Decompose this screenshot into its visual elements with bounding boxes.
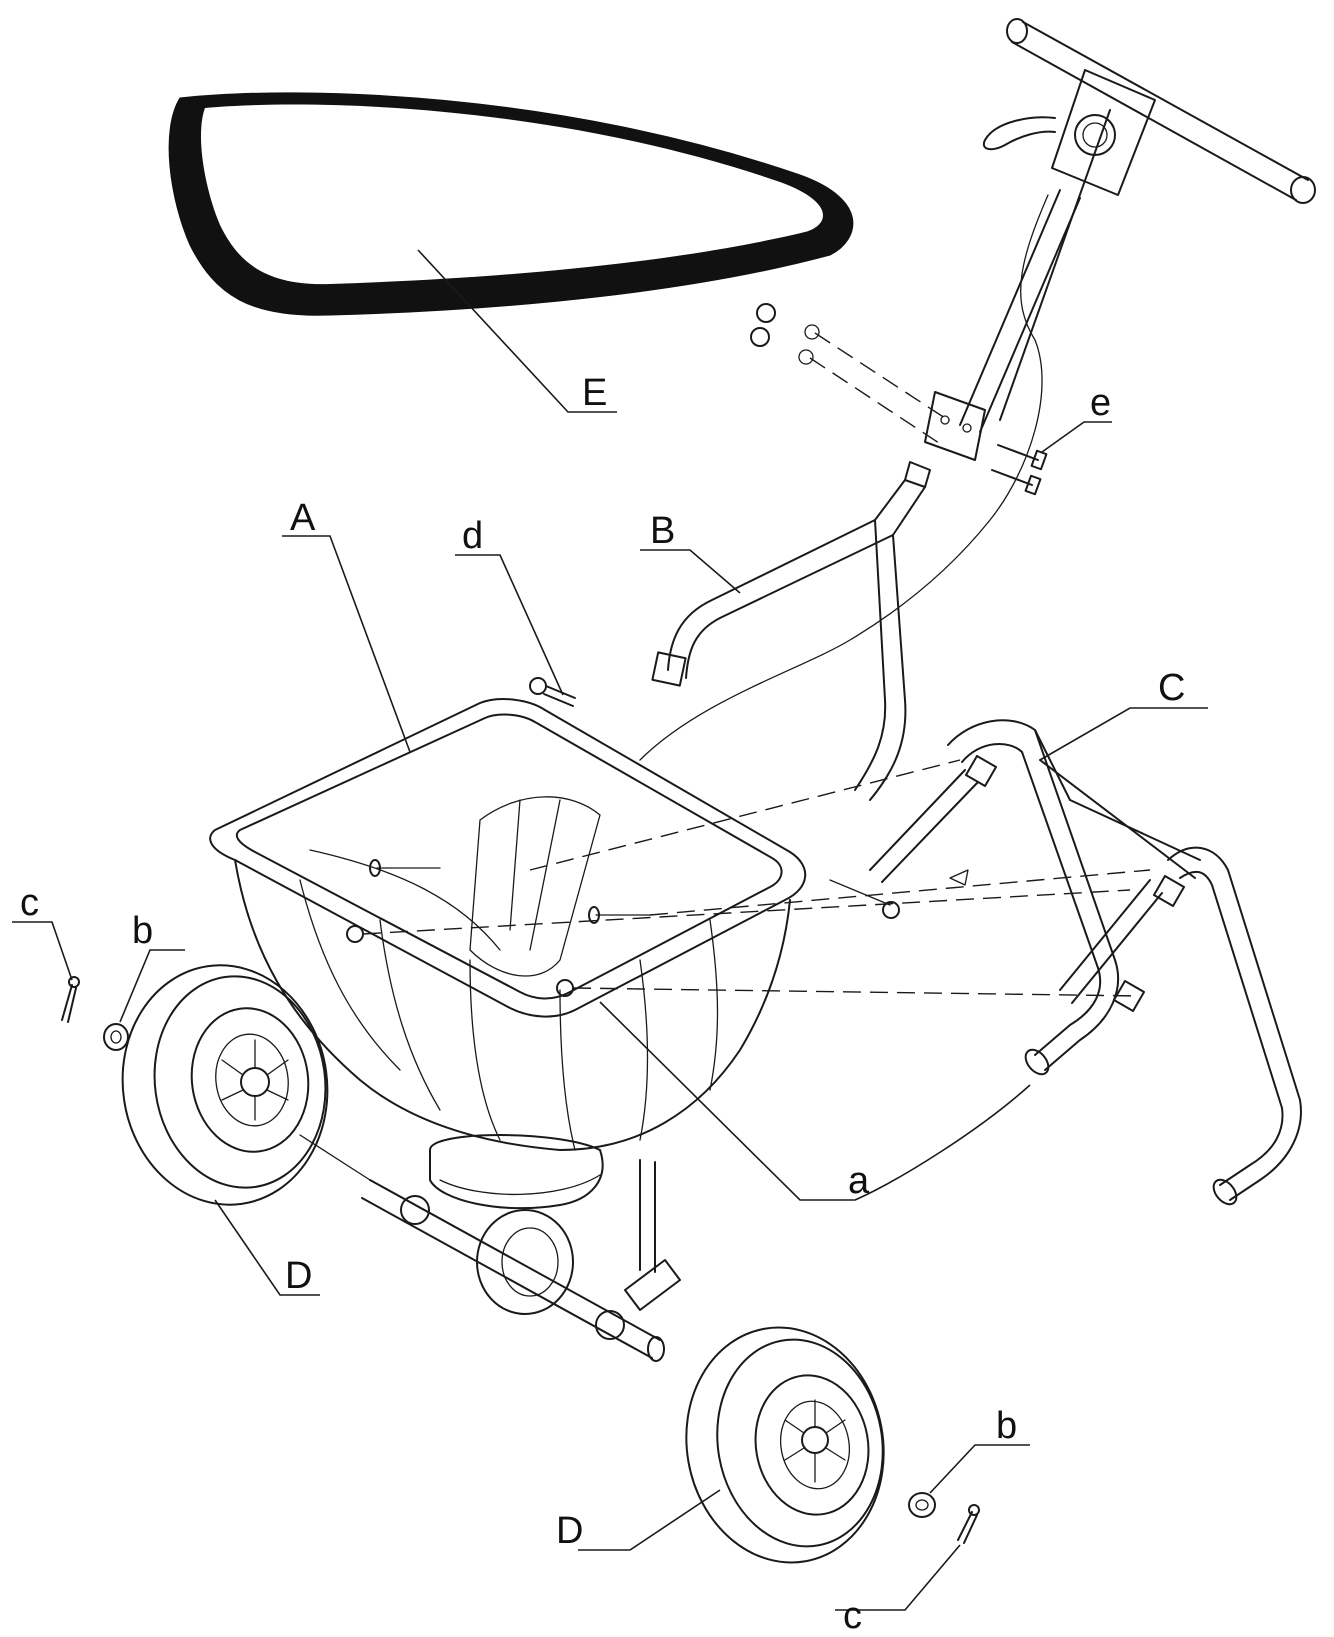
label-d-left: D [285,1255,312,1297]
label-c-left: c [20,882,39,924]
leader-c [1039,707,1208,761]
label-b-left: b [132,910,153,952]
label-a: A [290,497,316,539]
part-c-pin-left [61,976,80,1023]
part-c-pin-right [957,1504,980,1544]
label-d-right: D [556,1510,583,1552]
part-e-hardware [750,303,1048,496]
spreader-and-axle [361,1134,681,1362]
part-b-frame [651,461,931,801]
handle-assembly [639,18,1316,761]
leader-c-left [12,921,73,981]
part-e-cover [168,92,854,316]
leader-c-right [835,1544,961,1611]
part-c-frame [869,719,1302,1206]
leader-d-right [578,1489,721,1551]
part-d-bolt [529,677,576,707]
leader-d [455,554,564,696]
part-d-wheel-right [685,1326,885,1564]
label-e: E [582,372,607,414]
part-a-hopper [209,698,807,1151]
leader-b-left [119,949,185,1023]
part-d-wheel-left [121,964,371,1206]
leader-b [640,549,741,594]
part-a-pins [346,759,1151,997]
label-d: d [462,515,483,557]
label-b: B [650,510,675,552]
leader-a [282,535,411,753]
leader-e [417,249,617,413]
leader-d-left [214,1199,320,1296]
leader-b-right [929,1444,1030,1494]
label-e-hardware: e [1090,382,1111,424]
leader-a-pin [599,1001,1031,1201]
label-c: C [1158,667,1185,709]
label-b-right: b [996,1405,1017,1447]
label-c-right: c [843,1595,862,1637]
part-b-washer-right [908,1492,936,1518]
leader-e-hardware [1041,421,1112,453]
part-b-washer-left [103,1023,129,1051]
label-a-pin: a [848,1160,870,1202]
